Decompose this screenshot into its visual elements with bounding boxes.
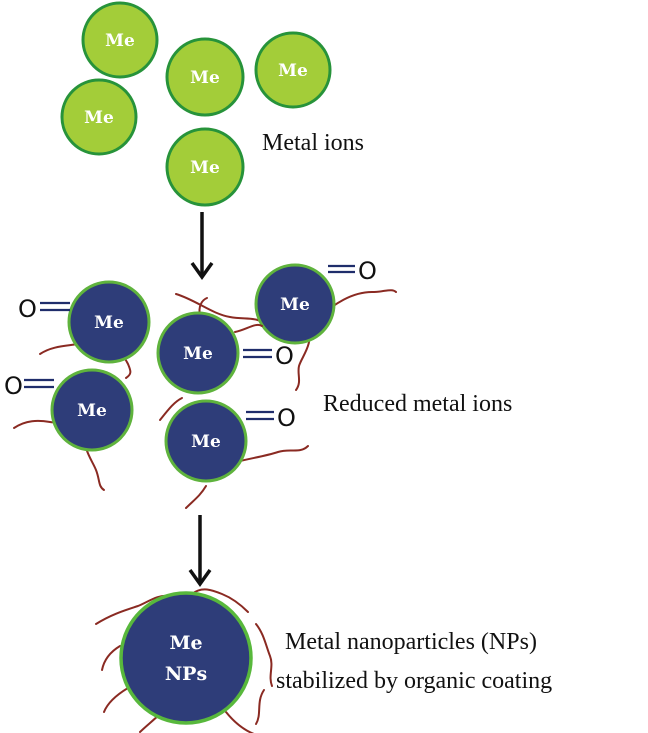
metal-ion: Me bbox=[81, 1, 159, 79]
reduced-ion-label: Me bbox=[191, 432, 221, 452]
metal-ion-label: Me bbox=[105, 31, 135, 51]
oxygen-atom: O bbox=[275, 342, 294, 370]
metal-ion-label: Me bbox=[278, 61, 308, 81]
reduced-ion: Me O bbox=[18, 280, 151, 379]
metal-ion: Me bbox=[254, 31, 332, 109]
reduced-ion-label: Me bbox=[77, 401, 107, 421]
reduced-ion: Me O bbox=[4, 368, 134, 491]
reduced-ion-label: Me bbox=[94, 313, 124, 333]
nanoparticles-label-line1: Metal nanoparticles (NPs) bbox=[285, 629, 537, 655]
oxygen-atom: O bbox=[358, 257, 377, 285]
metal-ion-label: Me bbox=[84, 108, 114, 128]
nanoparticles-label-line2: stabilized by organic coating bbox=[276, 668, 552, 694]
arrow-reduction bbox=[190, 212, 214, 281]
metal-ion-label: Me bbox=[190, 158, 220, 178]
oxygen-atom: O bbox=[277, 404, 296, 432]
metal-ions-group: Me Me Me Me Me bbox=[60, 1, 332, 207]
metal-ion: Me bbox=[165, 37, 245, 117]
metal-ion-label: Me bbox=[190, 68, 220, 88]
reduced-ions-label: Reduced metal ions bbox=[323, 391, 512, 417]
reduced-ions-group: Me O Me O Me O bbox=[4, 257, 397, 509]
reduced-ion-label: Me bbox=[183, 344, 213, 364]
reduced-ion: Me O bbox=[175, 257, 397, 391]
oxygen-atom: O bbox=[4, 372, 23, 400]
metal-nanoparticle: Me NPs bbox=[95, 588, 273, 733]
metal-ion: Me bbox=[60, 78, 138, 156]
oxygen-atom: O bbox=[18, 295, 37, 323]
metal-ions-label: Metal ions bbox=[262, 130, 364, 156]
metal-ion: Me bbox=[165, 127, 245, 207]
nanoparticle-label-me: Me bbox=[169, 632, 202, 654]
arrow-stabilization bbox=[188, 515, 212, 588]
nanoparticle-label-nps: NPs bbox=[165, 663, 207, 685]
reduced-ion: Me O bbox=[159, 397, 309, 509]
reduced-ion-label: Me bbox=[280, 295, 310, 315]
reduced-ion: Me O bbox=[156, 297, 294, 395]
